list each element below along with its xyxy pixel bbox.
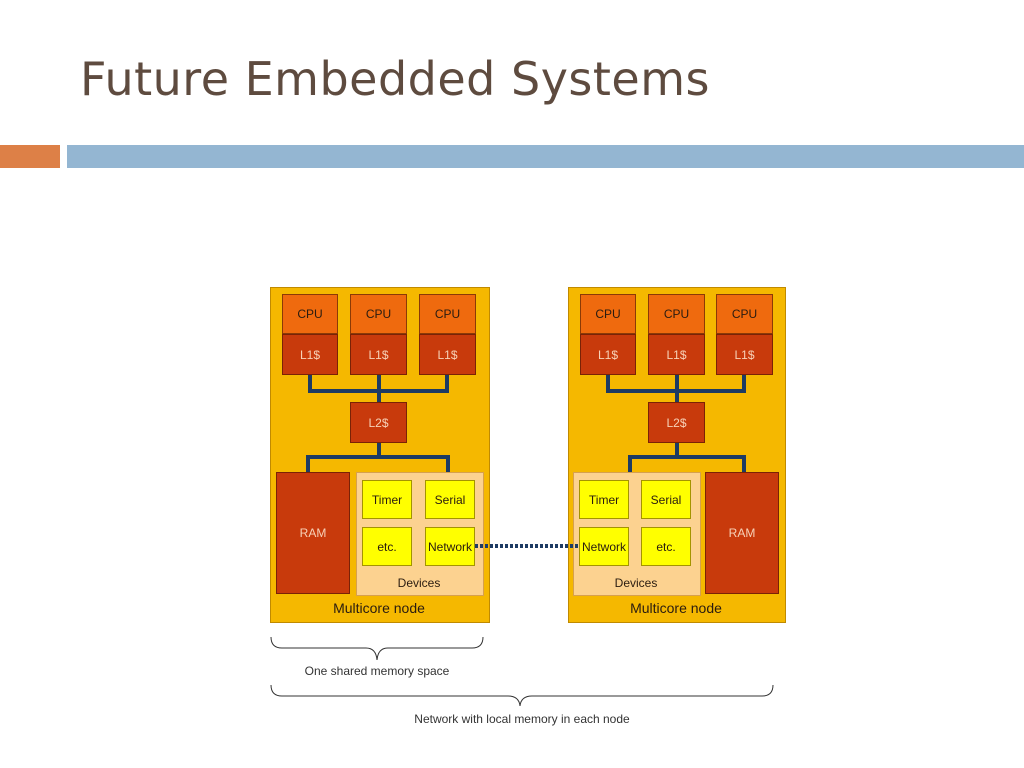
devices-label: Devices [397,576,441,590]
shared-memory-brace [270,636,484,661]
bus-line [628,455,632,472]
bus-line [628,455,746,459]
bus-line [377,375,381,402]
ram-box: RAM [705,472,779,594]
devices-label: Devices [614,576,658,590]
bus-line [377,443,381,458]
bus-line [306,455,450,459]
serial-device: Serial [641,480,691,519]
multicore-node-label: Multicore node [333,600,425,616]
slide-title: Future Embedded Systems [80,52,711,106]
accent-bar-blue [67,145,1024,168]
cpu-box: CPU [580,294,636,334]
cpu-box: CPU [716,294,773,334]
bus-line [308,375,312,392]
shared-memory-caption: One shared memory space [304,664,450,678]
l1-cache-box: L1$ [282,334,338,375]
ram-box: RAM [276,472,350,594]
bus-line [445,375,449,392]
l1-cache-box: L1$ [350,334,407,375]
network-brace [270,684,774,707]
bus-line [606,375,610,392]
network-caption: Network with local memory in each node [414,712,630,726]
bus-line [306,455,310,472]
cpu-box: CPU [419,294,476,334]
network-device: Network [579,527,629,566]
accent-bar-orange [0,145,60,168]
cpu-box: CPU [350,294,407,334]
l2-cache-box: L2$ [350,402,407,443]
bus-line [675,443,679,458]
l1-cache-box: L1$ [580,334,636,375]
etc-device: etc. [362,527,412,566]
serial-device: Serial [425,480,475,519]
bus-line [742,455,746,472]
cpu-box: CPU [282,294,338,334]
bus-line [675,375,679,402]
l1-cache-box: L1$ [648,334,705,375]
l2-cache-box: L2$ [648,402,705,443]
timer-device: Timer [362,480,412,519]
bus-line [446,455,450,472]
timer-device: Timer [579,480,629,519]
bus-line [308,389,449,393]
cpu-box: CPU [648,294,705,334]
l1-cache-box: L1$ [419,334,476,375]
etc-device: etc. [641,527,691,566]
network-device: Network [425,527,475,566]
multicore-node-label: Multicore node [630,600,722,616]
bus-line [606,389,746,393]
l1-cache-box: L1$ [716,334,773,375]
bus-line [742,375,746,392]
